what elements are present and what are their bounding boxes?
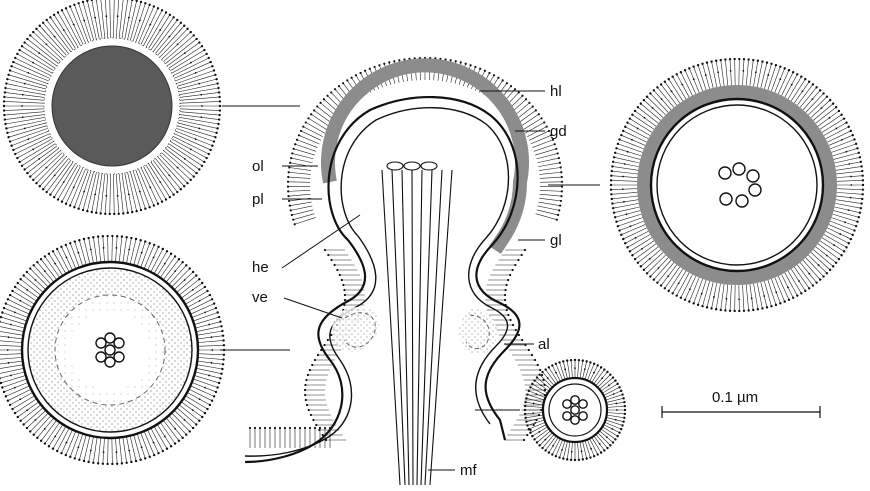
- cross-section-filament-ring: [610, 58, 864, 312]
- cs3-filament: [96, 338, 106, 348]
- microfilament-tip: [421, 162, 437, 170]
- cs4-filament: [579, 412, 587, 420]
- cs3-filament: [114, 352, 124, 362]
- label-he: he: [252, 259, 269, 276]
- microfilament-bundle: [382, 162, 452, 485]
- cs3-filament: [96, 352, 106, 362]
- cs2-inner-membrane: [657, 105, 817, 265]
- label-gl: gl: [550, 232, 562, 249]
- cs3-filament: [114, 338, 124, 348]
- cs4-filament: [579, 400, 587, 408]
- cs4-filament: [563, 400, 571, 408]
- microfilament: [412, 170, 413, 485]
- label-ol: ol: [252, 158, 264, 175]
- outer-membrane-line: [245, 97, 519, 462]
- cs4-filament: [563, 412, 571, 420]
- leader-ve: [284, 298, 342, 318]
- cs2-filament: [720, 193, 732, 205]
- microfilament-tip: [387, 162, 403, 170]
- cross-section-stippled: [0, 235, 225, 465]
- cs2-filament: [733, 163, 745, 175]
- label-pl: pl: [252, 191, 264, 208]
- stipple-region-left: [332, 307, 379, 352]
- bulb-band: [328, 65, 522, 250]
- cs4-filament: [571, 416, 579, 424]
- microfilament-tip: [404, 162, 420, 170]
- cs2-filament: [719, 167, 731, 179]
- label-hl: hl: [550, 83, 562, 100]
- scale-bar-label: 0.1 µm: [712, 389, 758, 406]
- cross-section-dense-core: [3, 0, 221, 215]
- inner-membrane-line: [245, 108, 509, 456]
- cs4-filament: [571, 406, 579, 414]
- label-ve: ve: [252, 289, 268, 306]
- cs2-filament: [749, 184, 761, 196]
- dense-core: [52, 46, 172, 166]
- cs3-filament: [105, 345, 115, 355]
- cs3-filament: [105, 333, 115, 343]
- label-mf: mf: [460, 462, 477, 479]
- cs2-filament: [747, 170, 759, 182]
- cs4-filament: [571, 396, 579, 404]
- microfilament: [421, 170, 432, 485]
- cs3-filament: [105, 357, 115, 367]
- scale-bar: 0.1 µm: [662, 389, 820, 418]
- longitudinal-section: [245, 57, 563, 485]
- microfilament: [417, 170, 422, 485]
- label-gd: gd: [550, 123, 567, 140]
- cs2-filament: [736, 195, 748, 207]
- label-al: al: [538, 336, 550, 353]
